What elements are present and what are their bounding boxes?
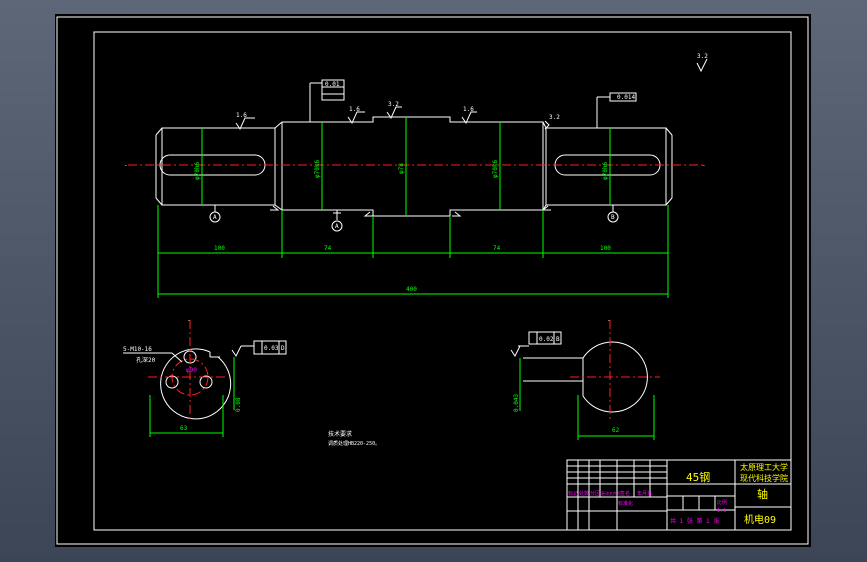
school-line1: 太原理工大学 bbox=[740, 462, 788, 472]
svg-text:0.02: 0.02 bbox=[539, 336, 554, 343]
section-marks: A A B bbox=[209, 205, 619, 232]
svg-text:年月日: 年月日 bbox=[637, 490, 652, 497]
svg-text:1.6: 1.6 bbox=[236, 112, 247, 119]
svg-text:A: A bbox=[213, 214, 217, 221]
svg-text:D: D bbox=[281, 345, 285, 352]
tolerance-frame-right bbox=[609, 92, 637, 102]
title-block: 标记 处数 分区 更改文件号 签名 年月日 标准化 45钢 太原理工大学 现代科… bbox=[566, 459, 792, 531]
section-mark-circle-2 bbox=[331, 220, 343, 232]
left-width-dim: 63 bbox=[180, 425, 188, 432]
svg-text:签名: 签名 bbox=[620, 490, 630, 497]
dim-segment-4: 100 bbox=[600, 245, 611, 252]
technical-notes: 技术要求 调质处理HB220-250。 bbox=[328, 430, 380, 447]
svg-text:-: - bbox=[124, 162, 128, 169]
dia-label-3: φ78 bbox=[398, 163, 405, 174]
part-name: 轴 bbox=[757, 487, 768, 501]
svg-text:标记: 标记 bbox=[568, 490, 578, 497]
title-block-frame bbox=[566, 459, 792, 531]
svg-text:更改文件号: 更改文件号 bbox=[601, 490, 621, 496]
dia-label-5: φ70h6 bbox=[602, 162, 609, 180]
svg-text:处数: 处数 bbox=[579, 490, 589, 497]
svg-text:3.2: 3.2 bbox=[388, 101, 399, 108]
corner-roughness-mark: 3.2 bbox=[696, 53, 708, 73]
dim-overall: 400 bbox=[406, 286, 417, 293]
drawing-paper bbox=[55, 14, 811, 547]
inner-border bbox=[93, 31, 792, 531]
section-mark-circle-3 bbox=[607, 211, 619, 223]
diameter-dimensions: φ70h6 φ70k6 φ78 φ70k6 φ70h6 bbox=[194, 117, 611, 216]
section-view-left: - φ90 63 0.08 5-M10-16 孔深20 0.03 D bbox=[123, 317, 287, 437]
svg-text:A: A bbox=[335, 223, 339, 230]
svg-text:0.01: 0.01 bbox=[325, 81, 340, 88]
keyway-left bbox=[159, 154, 266, 176]
sheet-count: 共 1 张 第 1 张 bbox=[670, 517, 719, 525]
dia-label-1: φ70h6 bbox=[194, 162, 201, 180]
dia-label-4: φ70k6 bbox=[492, 160, 499, 178]
material-label: 45钢 bbox=[686, 471, 710, 484]
corner-roughness-value: 3.2 bbox=[697, 53, 708, 60]
dim-segment-3: 74 bbox=[493, 245, 501, 252]
shaft-main-view: - - bbox=[124, 116, 706, 217]
left-thread-label: 5-M10-16 bbox=[123, 346, 152, 353]
right-width-dim: 62 bbox=[612, 427, 620, 434]
scale-value: 1:1 bbox=[717, 508, 726, 514]
svg-text:-: - bbox=[607, 317, 611, 324]
notes-title: 技术要求 bbox=[328, 430, 352, 438]
svg-text:-: - bbox=[702, 162, 706, 169]
notes-line1: 调质处理HB220-250。 bbox=[328, 440, 380, 447]
dim-segment-1: 100 bbox=[214, 245, 225, 252]
keyway-right bbox=[554, 154, 661, 176]
section-view-right: - 62 0.043 0.02 B bbox=[510, 317, 660, 440]
svg-text:1.6: 1.6 bbox=[349, 106, 360, 113]
right-tolerance-frame bbox=[528, 331, 562, 345]
svg-text:B: B bbox=[556, 336, 560, 343]
svg-text:φ90: φ90 bbox=[186, 367, 197, 374]
section-mark-circle-1 bbox=[209, 211, 221, 223]
svg-text:0.03: 0.03 bbox=[264, 345, 279, 352]
svg-text:-: - bbox=[187, 317, 191, 324]
svg-text:0.014: 0.014 bbox=[617, 94, 635, 101]
main-tolerance-frames: 0.01 0.014 bbox=[309, 79, 637, 128]
svg-text:3.2: 3.2 bbox=[549, 114, 560, 121]
right-side-dim: 0.043 bbox=[513, 394, 520, 412]
scale-header: 比例 bbox=[717, 499, 727, 506]
drawing-number: 机电09 bbox=[744, 513, 776, 526]
svg-text:B: B bbox=[611, 214, 615, 221]
length-dimensions: 100 74 74 100 400 bbox=[157, 205, 669, 298]
left-tolerance-frame bbox=[253, 340, 287, 355]
left-thread-sublabel: 孔深20 bbox=[136, 356, 156, 364]
dia-label-2: φ70k6 bbox=[314, 160, 321, 178]
dim-segment-2: 74 bbox=[324, 245, 332, 252]
main-roughness-marks: 1.6 1.6 3.2 1.6 3.2 bbox=[235, 101, 560, 217]
svg-text:分区: 分区 bbox=[590, 490, 600, 497]
std-label: 标准化 bbox=[618, 500, 633, 507]
school-line2: 现代科技学院 bbox=[740, 473, 788, 483]
svg-text:1.6: 1.6 bbox=[463, 106, 474, 113]
outer-border bbox=[56, 16, 809, 545]
tolerance-frame-left bbox=[321, 79, 345, 101]
left-side-dim: 0.08 bbox=[235, 397, 242, 412]
